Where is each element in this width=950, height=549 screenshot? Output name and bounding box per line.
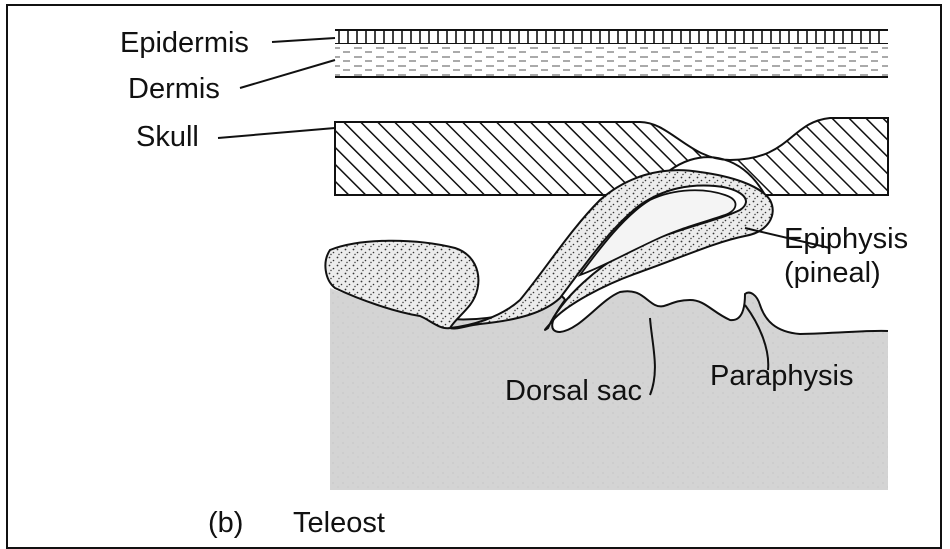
dermis-layer	[335, 44, 888, 77]
skull-layer	[335, 118, 888, 195]
label-paraphysis: Paraphysis	[710, 360, 853, 392]
caption-letter: (b)	[208, 507, 243, 539]
label-epidermis: Epidermis	[120, 27, 249, 59]
caption-title: Teleost	[293, 507, 385, 539]
label-dermis: Dermis	[128, 73, 220, 105]
label-pineal: (pineal)	[784, 257, 881, 289]
label-epiphysis: Epiphysis	[784, 223, 908, 255]
label-skull: Skull	[136, 121, 199, 153]
epidermis-layer	[335, 30, 888, 44]
label-dorsal-sac: Dorsal sac	[505, 375, 642, 407]
